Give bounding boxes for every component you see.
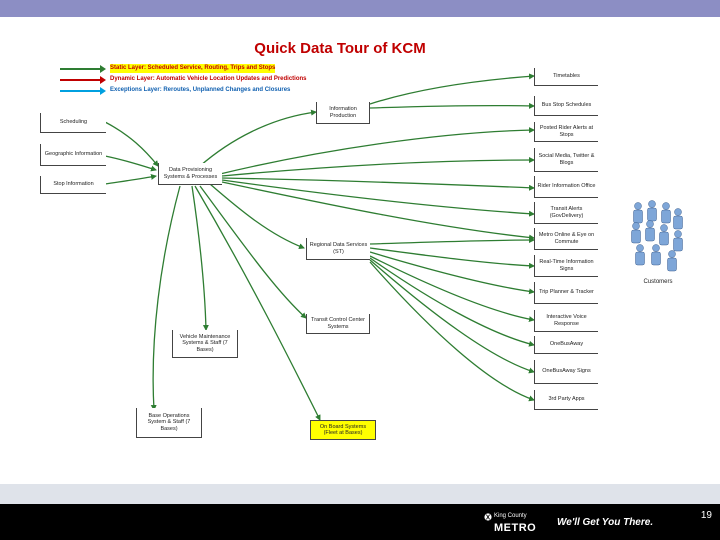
metro-brand: METRO xyxy=(494,522,537,534)
arrow-dp-rio xyxy=(221,177,535,191)
output-transit-alerts: Transit Alerts (GovDelivery) xyxy=(534,202,598,224)
arrow-dp-metroonline xyxy=(221,181,535,241)
legend-exceptions: Exceptions Layer: Reroutes, Unplanned Ch… xyxy=(60,86,360,95)
arrow-geographic xyxy=(104,155,157,172)
arrow-rds-3rdparty xyxy=(369,261,535,402)
arrow-stopinfo xyxy=(104,173,157,185)
arrow-dp-infoprod xyxy=(199,109,317,167)
arrow-dp-tcc xyxy=(199,185,307,319)
output-posted-rider-alerts: Posted Rider Alerts at Stops xyxy=(534,122,598,142)
arrow-dp-alerts xyxy=(221,179,535,217)
output-rider-info-office: Rider Information Office xyxy=(534,176,598,198)
customers-label: Customers xyxy=(643,279,673,285)
arrow-rds-metroonline xyxy=(369,237,535,245)
arrow-rds-ivr xyxy=(369,255,535,323)
arrow-rds-tripplanner xyxy=(369,251,535,295)
output-trip-planner: Trip Planner & Tracker xyxy=(534,282,598,304)
output-bus-stop-schedules: Bus Stop Schedules xyxy=(534,96,598,116)
king-county-logo-icon xyxy=(484,513,492,521)
legend-static: Static Layer: Scheduled Service, Routing… xyxy=(60,64,360,73)
arrow-dp-vm xyxy=(191,185,209,331)
box-data-provisioning: Data Provisioning Systems & Processes xyxy=(158,163,222,185)
arrow-ip-busstop xyxy=(369,102,535,109)
box-information-production: Information Production xyxy=(316,102,370,124)
box-base-operations: Base Operations System & Staff (7 Bases) xyxy=(136,408,202,438)
output-timetables: Timetables xyxy=(534,68,598,86)
output-onebusaway-signs: OneBusAway Signs xyxy=(534,360,598,384)
box-regional-data: Regional Data Services (ST) xyxy=(306,238,370,260)
tagline: We'll Get You There. xyxy=(557,517,654,528)
arrow-scheduling xyxy=(104,121,159,167)
legend-dynamic: Dynamic Layer: Automatic Vehicle Locatio… xyxy=(60,75,360,84)
arrow-dp-social xyxy=(221,157,535,177)
output-ivr: Interactive Voice Response xyxy=(534,310,598,332)
output-3rd-party-apps: 3rd Party Apps xyxy=(534,390,598,410)
output-onebusaway: OneBusAway xyxy=(534,336,598,354)
box-scheduling: Scheduling xyxy=(40,113,106,133)
legend-exceptions-label: Exceptions Layer: Reroutes, Unplanned Ch… xyxy=(110,87,291,93)
arrow-dp-base xyxy=(150,185,181,411)
top-accent-bar xyxy=(0,0,720,17)
box-vehicle-maintenance: Vehicle Maintenance Systems & Staff (7 B… xyxy=(172,330,238,358)
output-realtime-signs: Real-Time Information Signs xyxy=(534,255,598,277)
customers-icon xyxy=(631,200,683,272)
output-metro-online: Metro Online & Eye on Commute xyxy=(534,228,598,250)
output-social-media: Social Media, Twitter & Blogs xyxy=(534,148,598,172)
box-transit-control: Transit Control Center Systems xyxy=(306,314,370,334)
footer-bar xyxy=(0,504,720,540)
arrow-rds-realtime xyxy=(369,247,535,269)
king-county-text: King County xyxy=(494,513,527,519)
footer-strip xyxy=(0,484,720,504)
box-geographic: Geographic Information xyxy=(40,144,106,166)
slide-title: Quick Data Tour of KCM xyxy=(254,40,426,57)
arrow-dp-onboard xyxy=(194,185,321,421)
arrow-dp-regional xyxy=(209,183,305,250)
legend: Static Layer: Scheduled Service, Routing… xyxy=(60,64,360,96)
arrow-rds-obasigns xyxy=(369,259,535,374)
arrow-rds-oba xyxy=(369,257,535,347)
box-on-board-systems: On Board Systems (Fleet at Bases) xyxy=(310,420,376,440)
page-number: 19 xyxy=(700,510,712,521)
legend-dynamic-label: Dynamic Layer: Automatic Vehicle Locatio… xyxy=(110,76,307,82)
box-stop-information: Stop Information xyxy=(40,176,106,194)
arrow-dp-posted xyxy=(219,127,535,175)
legend-static-label: Static Layer: Scheduled Service, Routing… xyxy=(110,64,276,73)
arrow-ip-timetables xyxy=(369,73,535,105)
